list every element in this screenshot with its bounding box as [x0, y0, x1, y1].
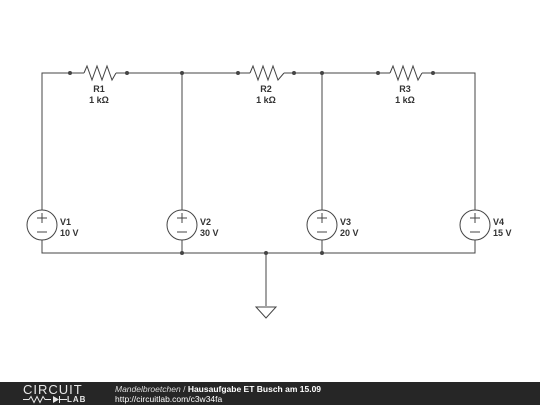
voltage-source-icon [459, 209, 491, 241]
v3-value: 20 V [340, 228, 359, 238]
logo-word-circuit: CIRCUIT [23, 382, 83, 397]
r1-value: 1 kΩ [89, 95, 109, 105]
author-link[interactable]: Mandelbroetchen [115, 384, 181, 394]
circuitlab-logo: CIRCUIT LAB [23, 383, 103, 404]
r3-value: 1 kΩ [395, 95, 415, 105]
r2-name: R2 [260, 84, 272, 94]
byline-separator: / [183, 384, 186, 394]
r3-name: R3 [399, 84, 411, 94]
v3-name: V3 [340, 217, 351, 227]
resistor-r3: R3 1 kΩ [389, 64, 423, 105]
voltage-source-v4: V4 15 V [459, 209, 512, 241]
ground-icon [254, 306, 278, 319]
resistor-r1: R1 1 kΩ [83, 64, 117, 105]
resistor-icon [249, 64, 285, 82]
voltage-source-icon [26, 209, 58, 241]
v4-name: V4 [493, 217, 504, 227]
circuit-url[interactable]: http://circuitlab.com/c3w34fa [115, 394, 223, 404]
v1-name: V1 [60, 217, 71, 227]
logo-word-lab: LAB [67, 395, 87, 404]
v2-value: 30 V [200, 228, 219, 238]
resistor-icon [83, 64, 117, 82]
r1-name: R1 [93, 84, 105, 94]
logo-circuit-icon [23, 395, 67, 404]
v2-name: V2 [200, 217, 211, 227]
circuit-title[interactable]: Hausaufgabe ET Busch am 15.09 [187, 384, 322, 394]
voltage-source-icon [306, 209, 338, 241]
resistor-icon [389, 64, 423, 82]
voltage-source-v2: V2 30 V [166, 209, 219, 241]
voltage-source-v1: V1 10 V [26, 209, 79, 241]
voltage-source-v3: V3 20 V [306, 209, 359, 241]
junction-dots [68, 71, 435, 255]
footer-bar: CIRCUIT LAB Mandelbroetchen / Hausaufgab… [0, 382, 540, 405]
v1-value: 10 V [60, 228, 79, 238]
voltage-source-icon [166, 209, 198, 241]
r2-value: 1 kΩ [256, 95, 276, 105]
v4-value: 15 V [493, 228, 512, 238]
circuit-schematic: R1 1 kΩ R2 1 kΩ R3 1 kΩ V1 10 V V2 30 V [26, 64, 512, 319]
circuit-meta: Mandelbroetchen / Hausaufgabe ET Busch a… [115, 384, 321, 404]
bottom-rail [41, 240, 476, 306]
resistor-r2: R2 1 kΩ [249, 64, 285, 105]
circuit-byline: Mandelbroetchen / Hausaufgabe ET Busch a… [115, 384, 321, 394]
